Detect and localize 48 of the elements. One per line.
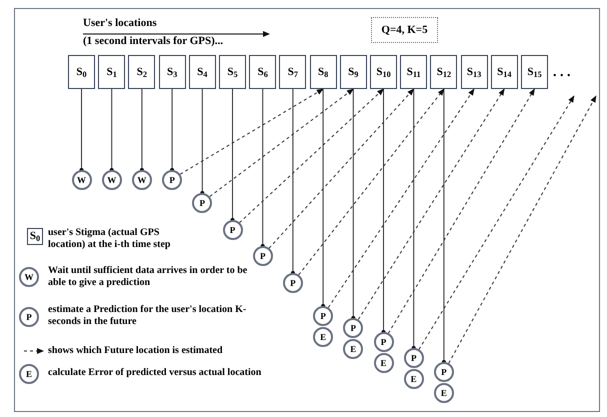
connector-line bbox=[110, 88, 114, 172]
dashed-arrow bbox=[298, 88, 444, 276]
connector-line bbox=[230, 88, 234, 222]
dashed-arrow bbox=[418, 95, 574, 350]
state-box: S$_{6}$ bbox=[249, 55, 276, 89]
connector-line bbox=[412, 88, 416, 350]
state-box: S$_{1}$ bbox=[98, 55, 126, 89]
connector-line bbox=[351, 88, 356, 320]
state-box: S$_{15}$ bbox=[521, 55, 548, 89]
state-box: S$_{2}$ bbox=[128, 55, 156, 89]
connector-line bbox=[290, 88, 295, 275]
legend-text: shows which Future location is estimated bbox=[48, 345, 223, 357]
dashed-arrow bbox=[328, 88, 475, 308]
dashed-arrow bbox=[358, 88, 505, 320]
connector-line bbox=[200, 88, 204, 195]
connector-line bbox=[140, 88, 144, 172]
state-box: S$_{8}$ bbox=[310, 55, 337, 89]
legend-text: estimate a Prediction for the user's location K-seconds in the future bbox=[48, 304, 248, 328]
parameter-box: Q=4, K=5 bbox=[371, 17, 438, 43]
connector-line bbox=[442, 88, 446, 364]
connector-line bbox=[170, 88, 174, 172]
ellipsis: . . . bbox=[553, 64, 570, 82]
connector-line bbox=[80, 88, 84, 172]
dashed-arrow bbox=[180, 88, 324, 175]
state-box: S$_{5}$ bbox=[219, 55, 246, 89]
legend-text: calculate Error of predicted versus actual location bbox=[48, 367, 262, 379]
state-box: S$_{9}$ bbox=[340, 55, 367, 89]
connector-line bbox=[321, 88, 326, 308]
dashed-arrow bbox=[388, 88, 535, 334]
dashed-arrow bbox=[209, 88, 354, 197]
state-box: S$_{13}$ bbox=[460, 55, 488, 89]
legend-text: Wait until sufficient data arrives in order to be able to give a prediction bbox=[48, 265, 248, 289]
state-box: S$_{10}$ bbox=[370, 55, 397, 89]
state-box: S$_{3}$ bbox=[158, 55, 186, 89]
dashed-arrow bbox=[448, 95, 596, 364]
state-box: S$_{14}$ bbox=[490, 55, 518, 89]
dashed-arrow bbox=[268, 88, 414, 249]
heading-text: (1 second intervals for GPS)... bbox=[83, 35, 224, 48]
state-box: S$_{11}$ bbox=[400, 55, 428, 89]
state-box: S$_{12}$ bbox=[430, 55, 458, 89]
connector-line bbox=[382, 88, 386, 334]
connector-line bbox=[260, 88, 265, 248]
heading-text: User's locations bbox=[83, 17, 157, 30]
state-box: S$_{0}$ bbox=[27, 228, 43, 245]
state-box: S$_{7}$ bbox=[279, 55, 306, 89]
legend-text: user's Stigma (actual GPS location) at the i-th time step bbox=[48, 227, 172, 251]
state-box: S$_{4}$ bbox=[188, 55, 216, 89]
state-box: S$_{0}$ bbox=[68, 55, 95, 89]
